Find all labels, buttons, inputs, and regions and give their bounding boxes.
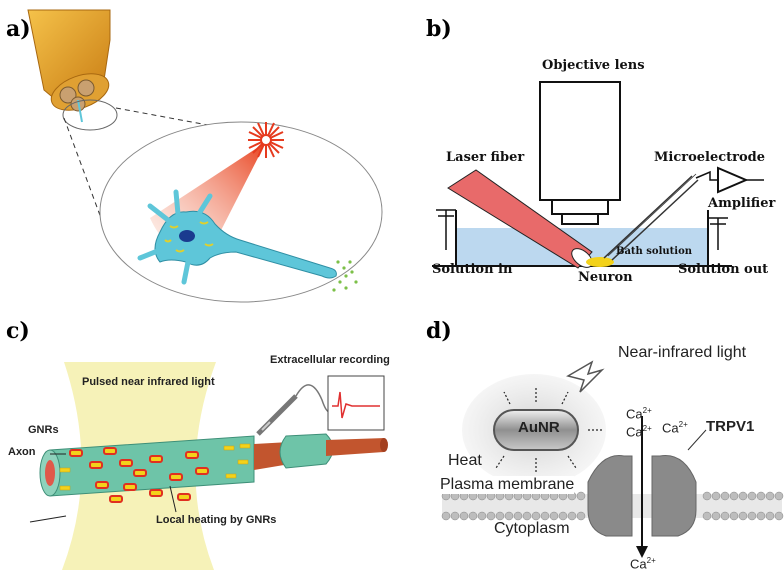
recording-electrode (256, 384, 337, 436)
neuron-label: Neuron (578, 270, 633, 285)
trpv1-channel (587, 416, 707, 558)
zoom-line-left (63, 117, 109, 238)
laser-fiber-label: Laser fiber (446, 150, 525, 165)
solution-in-label: Solution in (432, 262, 513, 277)
ground-electrodes (436, 209, 728, 250)
extracellular-recording-label: Extracellular recording (270, 354, 390, 366)
panel-c: c) (0, 300, 392, 574)
laser-source-icon (248, 122, 284, 158)
heat-arrows (495, 386, 602, 474)
panel-b-setup (432, 81, 764, 269)
aunr-rod (493, 409, 579, 451)
panel-c-label: c) (6, 318, 30, 344)
microelectrode (603, 170, 718, 261)
zoom-view-circle (99, 121, 383, 303)
panel-c-illustration (29, 362, 388, 570)
panel-a: a) (0, 0, 392, 303)
panel-a-label: a) (6, 16, 31, 42)
gold-nanorods (69, 447, 209, 503)
panel-b-label: b) (426, 16, 452, 42)
cytoplasm-label: Cytoplasm (494, 520, 570, 537)
plasma-membrane-label: Plasma membrane (440, 476, 575, 494)
laser-fiber (447, 169, 593, 269)
neuron-cell (137, 189, 358, 292)
panel-b: b) (392, 0, 784, 300)
panel-d-label: d) (426, 318, 452, 344)
neuron-sample (586, 257, 614, 267)
amplifier-icon (717, 166, 764, 194)
heat-label: Heat (448, 452, 482, 469)
ca-ion-3: Ca2+ (662, 420, 688, 436)
trpv1-label: TRPV1 (706, 418, 755, 435)
objective-lens (539, 81, 621, 225)
recording-trace-icon (327, 375, 385, 431)
amplifier-label: Amplifier (708, 196, 776, 211)
panel-d-illustration (441, 360, 784, 558)
aunr-label: AuNR (518, 419, 560, 436)
bath-solution-label: Bath solution (616, 246, 693, 257)
ca-ion-2: Ca2+ (626, 424, 652, 440)
nir-light-label: Near-infrared light (618, 344, 747, 361)
optical-fiber-probe (27, 9, 111, 123)
panel-a-illustration (27, 9, 383, 303)
gnrs-label: GNRs (28, 424, 59, 436)
microelectrode-label: Microelectrode (654, 150, 766, 165)
solution-out-label: Solution out (678, 262, 769, 277)
ca-ion-4: Ca2+ (630, 556, 656, 572)
objective-lens-label: Objective lens (542, 58, 645, 73)
axon-label: Axon (8, 446, 36, 458)
zoom-source-circle (62, 99, 118, 131)
local-heating-label: Local heating by GNRs (156, 514, 277, 526)
pulsed-light-label: Pulsed near infrared light (82, 376, 215, 388)
panel-d: d) (392, 300, 784, 574)
lightning-icon (566, 360, 605, 393)
ca-ion-1: Ca2+ (626, 406, 652, 422)
